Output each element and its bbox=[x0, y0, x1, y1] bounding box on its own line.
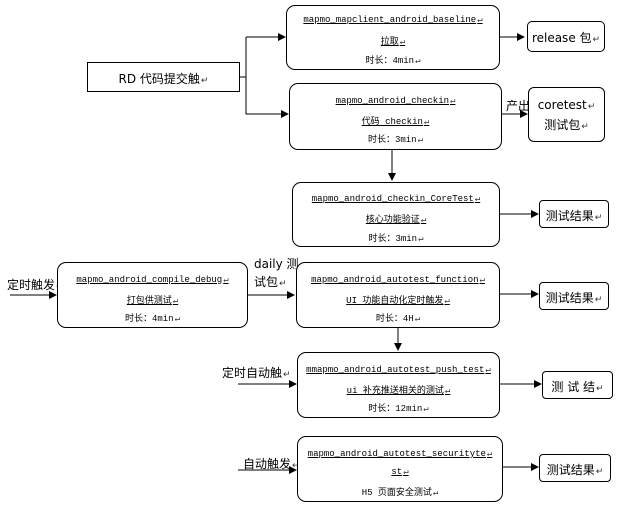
paragraph-mark: ↵ bbox=[174, 314, 181, 324]
result-autotest-box: 测试结果↵ bbox=[539, 282, 609, 310]
paragraph-mark: ↵ bbox=[172, 296, 179, 306]
compile-job-duration: 时长：4min↵ bbox=[124, 314, 181, 324]
paragraph-mark: ↵ bbox=[444, 386, 451, 396]
checkin-job-name: mapmo_android_checkin↵ bbox=[335, 96, 456, 106]
result-security-label: 测试结果↵ bbox=[546, 463, 604, 477]
paragraph-mark: ↵ bbox=[486, 449, 493, 459]
paragraph-mark: ↵ bbox=[596, 384, 604, 394]
checkin-job-desc: 代码 checkin↵ bbox=[361, 117, 430, 127]
result-push-label: 测 试 结↵ bbox=[551, 380, 604, 394]
paragraph-mark: ↵ bbox=[479, 275, 485, 285]
release-box: release 包↵ bbox=[527, 21, 605, 52]
baseline-job-name: mapmo_mapclient_android_baseline↵ bbox=[303, 15, 483, 25]
security-trigger-label: 自动触发↵ bbox=[243, 457, 300, 471]
coretest-pack-box: coretest↵ 测试包↵ bbox=[528, 87, 605, 142]
autotest-function-name: mapmo_android_autotest_function↵ bbox=[311, 275, 485, 285]
paragraph-mark: ↵ bbox=[592, 35, 601, 45]
compile-job-desc: 打包供测试↵ bbox=[126, 296, 179, 306]
result-coretest-box: 测试结果↵ bbox=[539, 200, 609, 228]
push-test-box: mmapmo_android_autotest_push_test↵ ui 补充… bbox=[297, 352, 500, 418]
checkin-job-box: mapmo_android_checkin↵ 代码 checkin↵ 时长：3m… bbox=[289, 83, 502, 150]
scheduled-trigger-label: 定时触发↵ bbox=[7, 276, 64, 293]
coretest-job-duration: 时长：3min↵ bbox=[368, 234, 424, 244]
paragraph-mark: ↵ bbox=[594, 295, 603, 305]
paragraph-mark: ↵ bbox=[417, 135, 424, 145]
paragraph-mark: ↵ bbox=[414, 314, 421, 324]
paragraph-mark: ↵ bbox=[581, 122, 589, 132]
daily-edge-label-line2: 试包↵ bbox=[254, 275, 287, 289]
paragraph-mark: ↵ bbox=[399, 37, 406, 47]
trigger-label: RD 代码提交触↵ bbox=[118, 72, 209, 86]
paragraph-mark: ↵ bbox=[432, 488, 439, 498]
result-autotest-label: 测试结果↵ bbox=[545, 291, 603, 305]
paragraph-mark: ↵ bbox=[403, 467, 409, 477]
paragraph-mark: ↵ bbox=[200, 76, 209, 86]
paragraph-mark: ↵ bbox=[595, 467, 604, 477]
paragraph-mark: ↵ bbox=[423, 117, 430, 127]
result-coretest-label: 测试结果↵ bbox=[545, 209, 603, 223]
compile-job-box: mapmo_android_compile_debug↵ 打包供测试↵ 时长：4… bbox=[57, 262, 248, 328]
edge-trigger-split bbox=[240, 37, 247, 78]
paragraph-mark: ↵ bbox=[450, 96, 456, 106]
result-security-box: 测试结果↵ bbox=[539, 454, 611, 482]
baseline-job-desc: 拉取↵ bbox=[380, 37, 406, 47]
edge-to-checkin bbox=[245, 77, 289, 118]
paragraph-mark: ↵ bbox=[423, 404, 429, 414]
result-push-box: 测 试 结↵ bbox=[542, 371, 613, 399]
autotest-function-desc: UI 功能自动化定时触发↵ bbox=[346, 296, 450, 306]
baseline-job-box: mapmo_mapclient_android_baseline↵ 拉取↵ 时长… bbox=[286, 5, 500, 70]
trigger-box: RD 代码提交触↵ bbox=[87, 62, 240, 92]
autotest-function-box: mapmo_android_autotest_function↵ UI 功能自动… bbox=[296, 262, 500, 328]
autotest-function-duration: 时长：4H↵ bbox=[375, 314, 421, 324]
release-label: release 包↵ bbox=[531, 31, 601, 45]
paragraph-mark: ↵ bbox=[279, 279, 287, 289]
paragraph-mark: ↵ bbox=[283, 370, 291, 380]
paragraph-mark: ↵ bbox=[444, 296, 450, 306]
paragraph-mark: ↵ bbox=[292, 461, 300, 471]
coretest-pack-line2: 测试包↵ bbox=[544, 118, 589, 132]
paragraph-mark: ↵ bbox=[420, 215, 427, 225]
paragraph-mark: ↵ bbox=[485, 365, 491, 375]
security-test-name-line2: st↵ bbox=[391, 467, 409, 477]
push-test-name: mmapmo_android_autotest_push_test↵ bbox=[306, 365, 491, 375]
push-test-desc: ui 补充推送相关的测试↵ bbox=[346, 386, 451, 396]
checkin-job-duration: 时长：3min↵ bbox=[367, 135, 424, 145]
compile-job-name: mapmo_android_compile_debug↵ bbox=[76, 275, 229, 285]
coretest-job-box: mapmo_android_checkin_CoreTest↵ 核心功能验证↵ … bbox=[292, 182, 500, 247]
security-test-desc: H5 页面安全测试↵ bbox=[361, 488, 439, 498]
coretest-job-name: mapmo_android_checkin_CoreTest↵ bbox=[311, 194, 481, 204]
security-test-name-line1: mapmo_android_autotest_securityte↵ bbox=[307, 449, 493, 459]
push-trigger-label: 定时自动触↵ bbox=[222, 366, 291, 380]
coretest-pack-line1: coretest↵ bbox=[537, 98, 596, 112]
paragraph-mark: ↵ bbox=[474, 194, 481, 204]
paragraph-mark: ↵ bbox=[418, 234, 424, 244]
coretest-job-desc: 核心功能验证↵ bbox=[365, 215, 427, 225]
paragraph-mark: ↵ bbox=[477, 15, 483, 25]
paragraph-mark: ↵ bbox=[594, 213, 603, 223]
paragraph-mark: ↵ bbox=[415, 56, 421, 66]
security-test-box: mapmo_android_autotest_securityte↵ st↵ H… bbox=[297, 436, 503, 502]
paragraph-mark: ↵ bbox=[223, 275, 229, 285]
paragraph-mark: ↵ bbox=[587, 102, 596, 112]
baseline-job-duration: 时长：4min↵ bbox=[365, 56, 421, 66]
push-test-duration: 时长：12min↵ bbox=[368, 404, 429, 414]
